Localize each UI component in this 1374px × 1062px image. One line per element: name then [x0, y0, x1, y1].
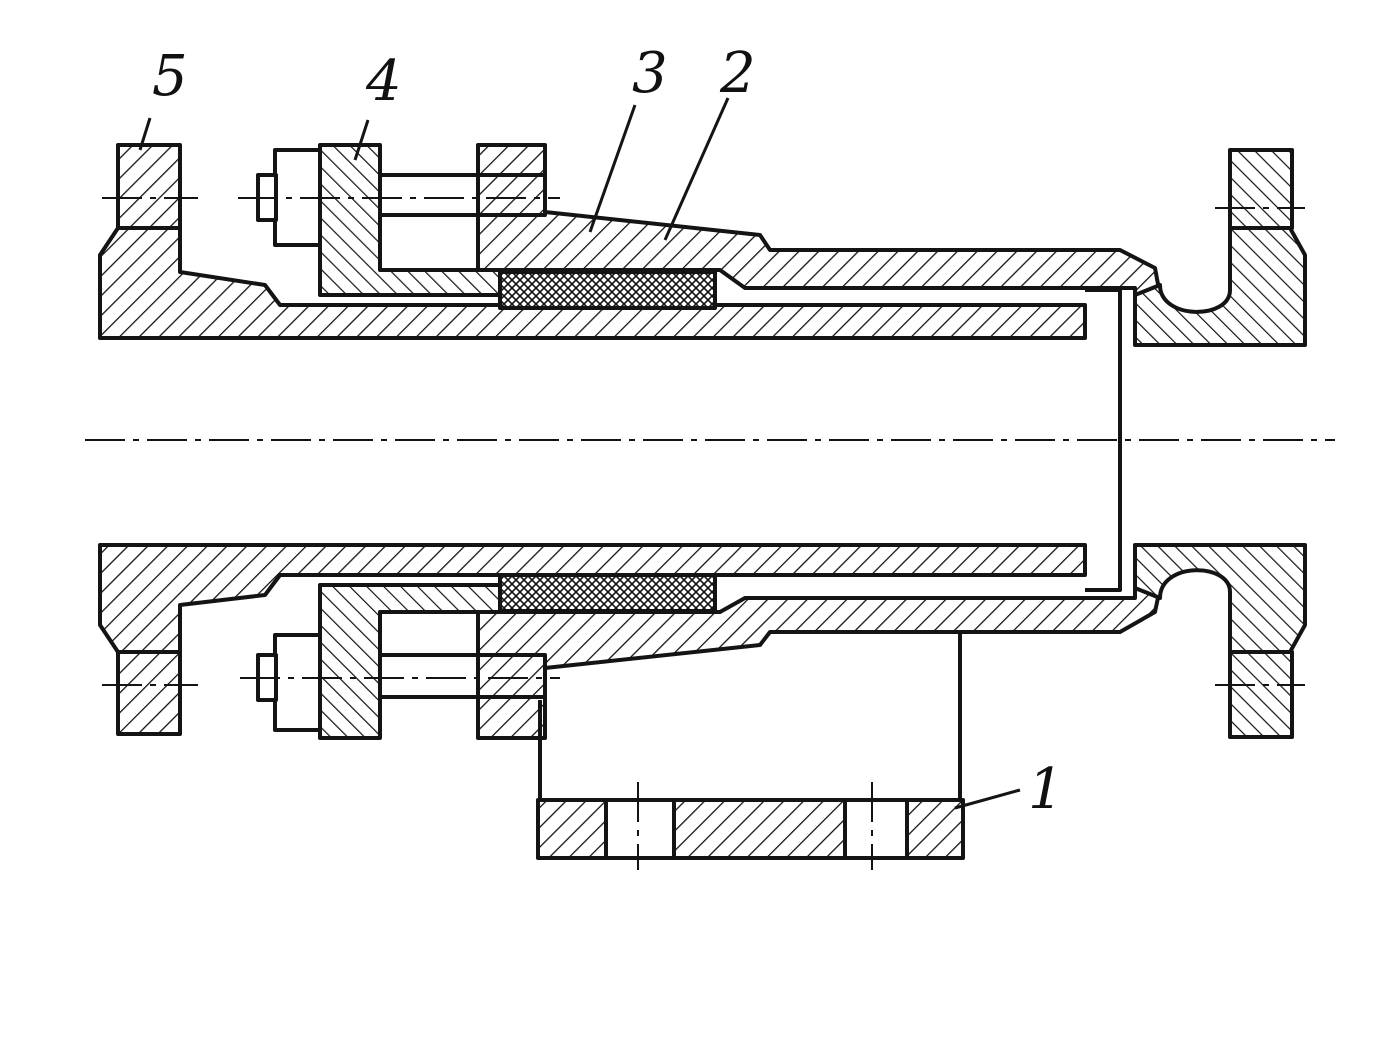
right-flange — [1085, 148, 1307, 739]
label-part-1: 1 — [1028, 757, 1064, 822]
label-part-3: 3 — [632, 41, 668, 106]
centerlines — [85, 197, 1335, 870]
leader-lines — [138, 97, 1021, 810]
label-part-4: 4 — [365, 49, 402, 114]
leader-3 — [588, 104, 637, 233]
leader-4 — [353, 119, 370, 161]
gland-follower — [318, 143, 502, 740]
support-bracket — [536, 632, 965, 860]
packing-rings — [498, 270, 717, 613]
leader-2 — [663, 97, 730, 241]
label-part-5: 5 — [152, 44, 188, 109]
leader-1 — [954, 788, 1021, 810]
leader-5 — [138, 117, 152, 151]
left-flange-pipe — [98, 143, 1087, 736]
drawing-body — [98, 143, 1307, 860]
bolt-lower — [256, 633, 547, 732]
label-part-2: 2 — [719, 41, 756, 106]
outer-housing — [476, 143, 1162, 740]
